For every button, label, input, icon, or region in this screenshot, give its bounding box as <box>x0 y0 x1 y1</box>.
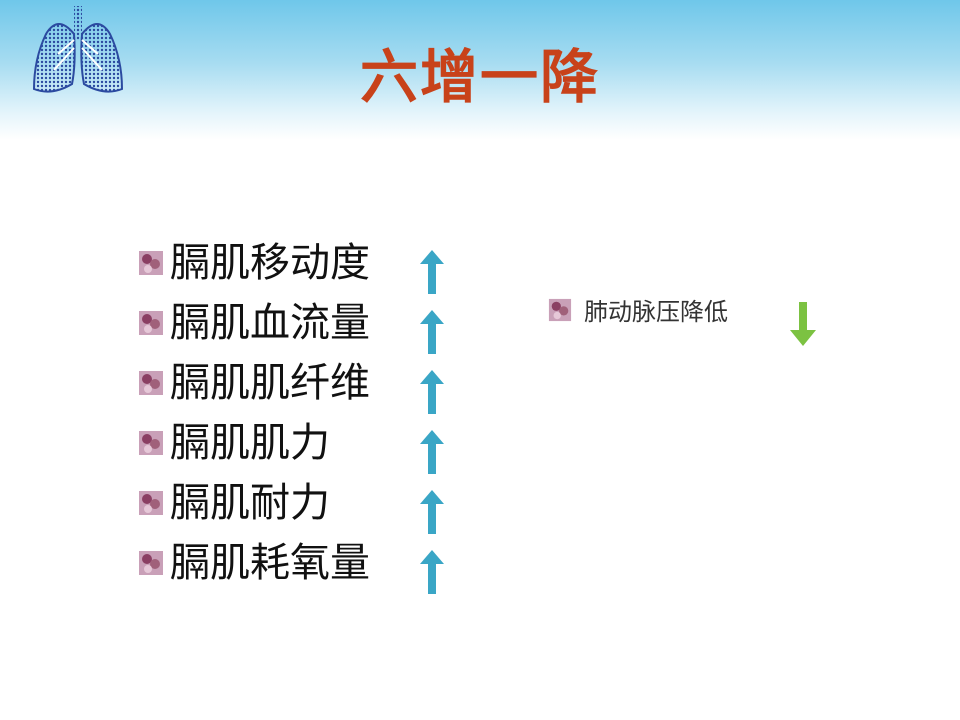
arrow-up-icon <box>420 250 444 294</box>
arrow-up-icon <box>420 430 444 474</box>
bullet-text: 膈肌肌纤维 <box>170 360 370 406</box>
bullet-marker-icon <box>139 551 163 575</box>
lungs-logo <box>28 4 128 100</box>
bullet-text: 膈肌耗氧量 <box>170 540 370 586</box>
slide-title: 六增一降 <box>359 43 600 111</box>
bullet-marker-icon <box>548 298 572 322</box>
bullet-text: 膈肌肌力 <box>170 420 330 466</box>
list-item: 膈肌耐力 <box>138 476 458 536</box>
bullet-text: 膈肌血流量 <box>170 300 370 346</box>
arrow-up-icon <box>420 310 444 354</box>
lungs-icon <box>32 6 124 93</box>
side-list-item: 肺动脉压降低 <box>548 296 828 346</box>
bullet-marker-icon <box>139 311 163 335</box>
list-item: 膈肌肌力 <box>138 416 458 476</box>
list-item: 膈肌移动度 <box>138 236 458 296</box>
list-item: 膈肌耗氧量 <box>138 536 458 596</box>
bullet-text: 膈肌移动度 <box>170 240 370 286</box>
bullet-marker-icon <box>139 251 163 275</box>
header-band <box>0 0 960 140</box>
arrow-down-icon <box>790 302 816 346</box>
bullet-marker-icon <box>139 431 163 455</box>
arrow-up-icon <box>420 550 444 594</box>
list-item: 膈肌肌纤维 <box>138 356 458 416</box>
arrow-up-icon <box>420 490 444 534</box>
list-item: 膈肌血流量 <box>138 296 458 356</box>
bullet-text: 膈肌耐力 <box>170 480 330 526</box>
arrow-up-icon <box>420 370 444 414</box>
bullet-marker-icon <box>139 491 163 515</box>
side-item-text: 肺动脉压降低 <box>584 298 728 326</box>
bullet-list: 膈肌移动度 膈肌血流量 膈肌肌纤维 <box>138 236 458 596</box>
bullet-marker-icon <box>139 371 163 395</box>
